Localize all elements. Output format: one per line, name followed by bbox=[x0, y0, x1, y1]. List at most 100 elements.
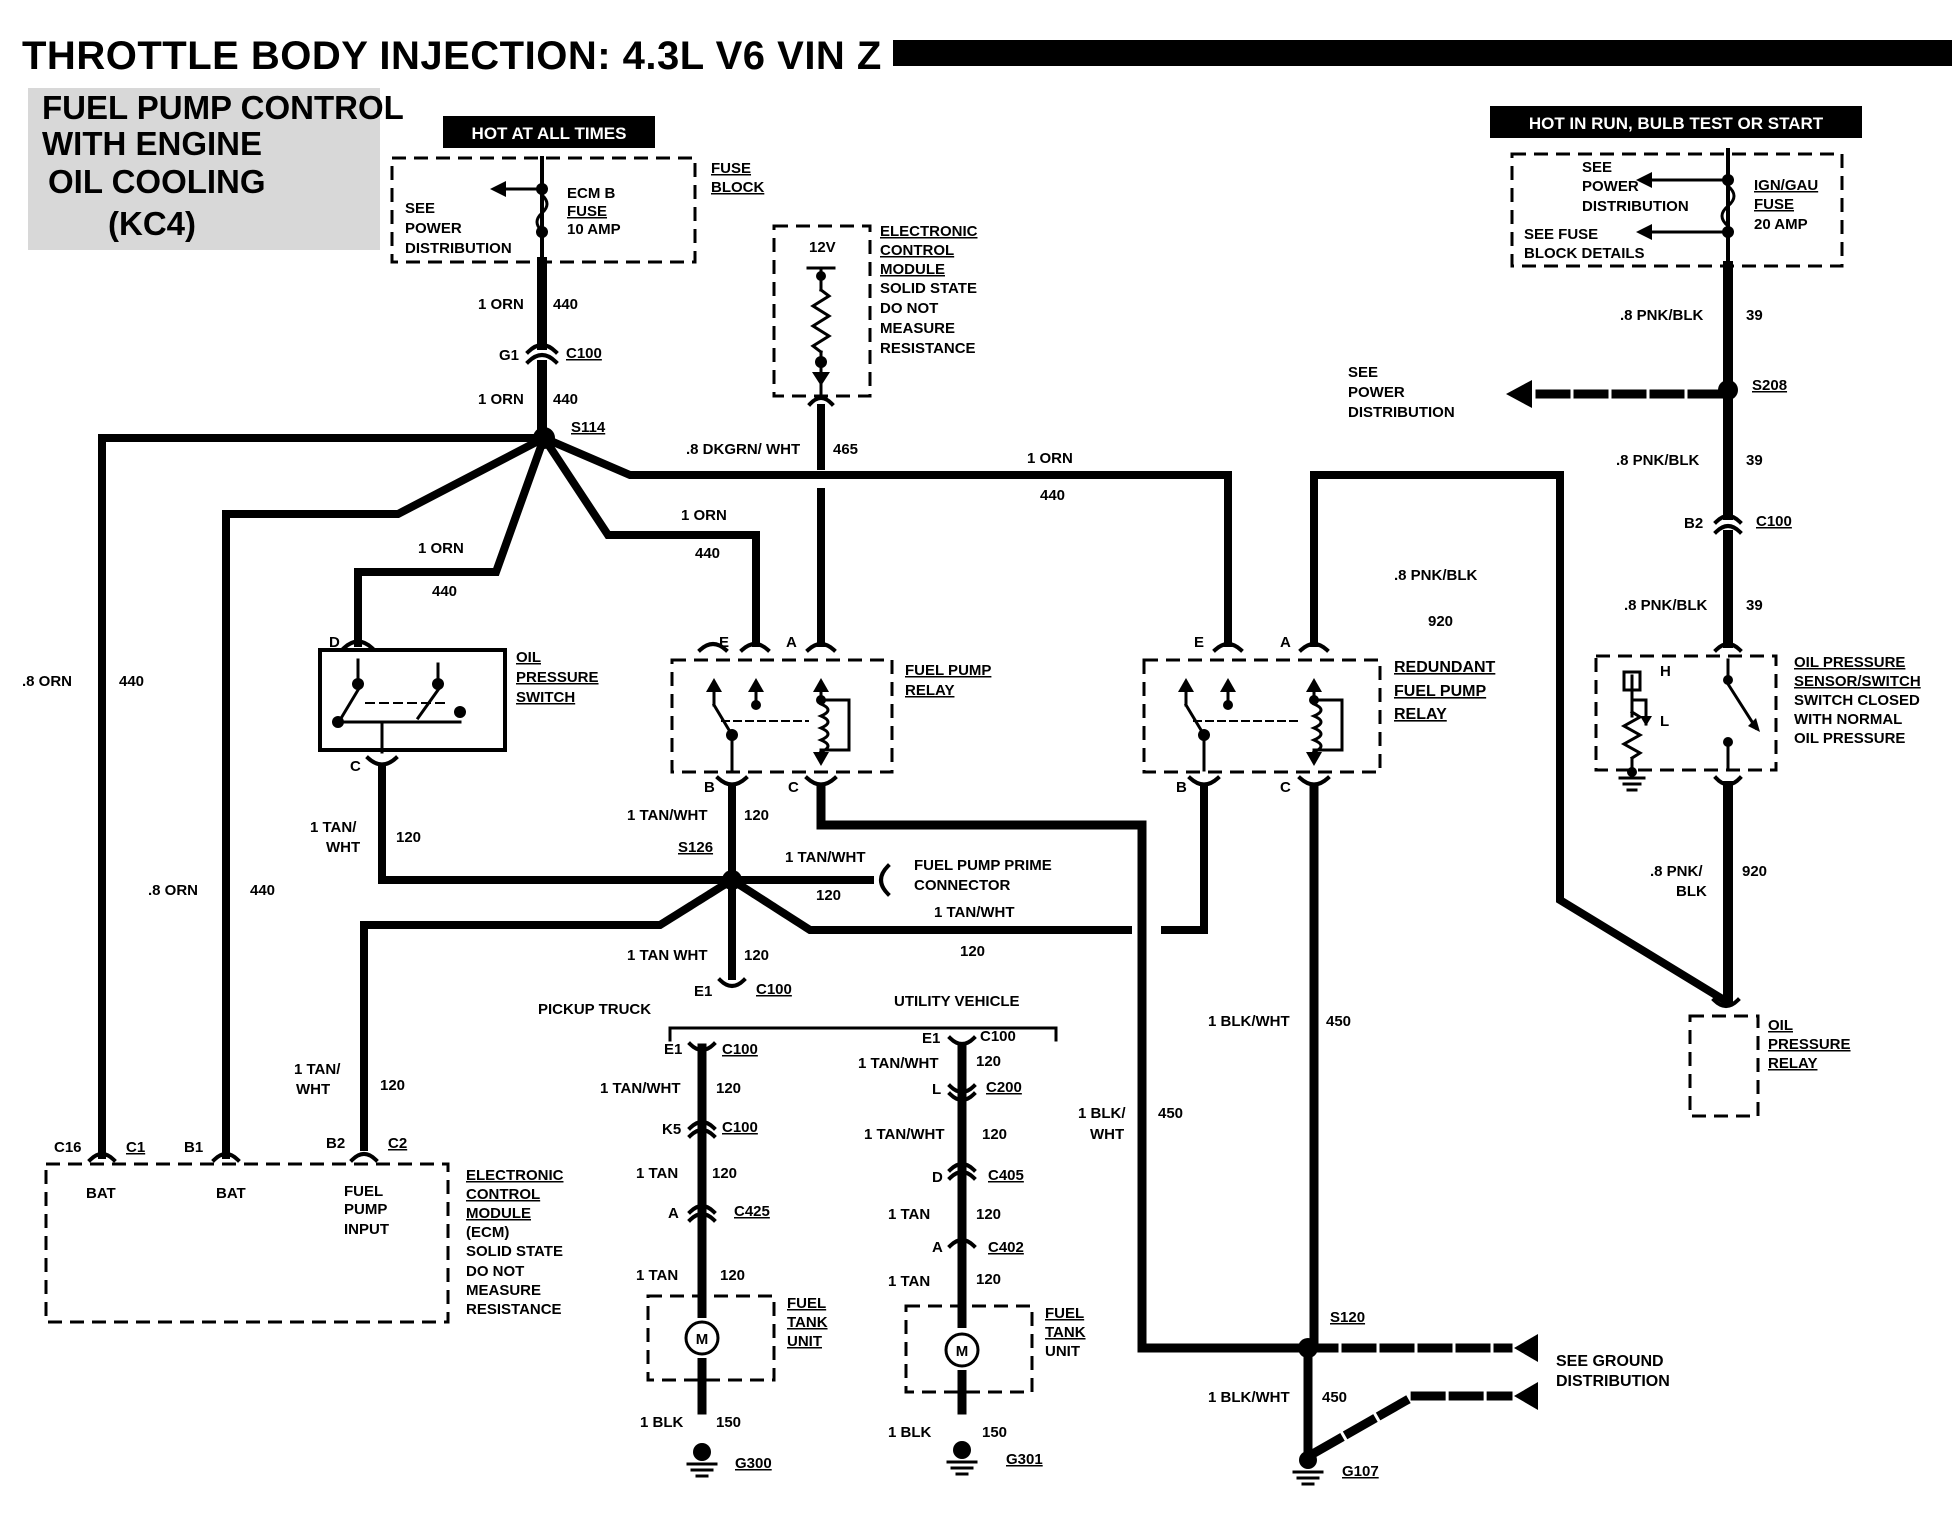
connector-label: C100 bbox=[980, 1028, 1016, 1045]
ecm-top-label: CONTROL bbox=[880, 242, 954, 259]
wire-label: 1 ORN bbox=[478, 391, 524, 408]
pin-label: E bbox=[719, 634, 729, 651]
pin-connector bbox=[341, 639, 375, 651]
pin-connector bbox=[211, 1152, 241, 1163]
wire-450-fuel-relay bbox=[816, 785, 1313, 1353]
pin-label: E1 bbox=[664, 1041, 682, 1058]
wire-label: 1 BLK bbox=[888, 1424, 932, 1441]
ground-dist-arrow-icon bbox=[1514, 1382, 1538, 1410]
ecm-top-label: ELECTRONIC bbox=[880, 223, 978, 240]
wire-label: 450 bbox=[1322, 1389, 1347, 1406]
ecm-pin-label: FUEL bbox=[344, 1183, 383, 1200]
wire-label: 1 TAN bbox=[888, 1273, 930, 1290]
wire-label: 1 BLK/ bbox=[1078, 1105, 1126, 1122]
wire-920-loop bbox=[1310, 471, 1730, 1006]
oil-pressure-relay-box bbox=[1688, 1014, 1760, 1118]
connector-c100-e1 bbox=[717, 977, 747, 988]
connector-label: C405 bbox=[988, 1167, 1024, 1184]
wire-label: 1 ORN bbox=[681, 507, 727, 524]
ground-icon bbox=[946, 1460, 978, 1476]
ground-icon bbox=[1618, 776, 1646, 792]
fuse-node bbox=[1722, 174, 1734, 186]
diagram-title: THROTTLE BODY INJECTION: 4.3L V6 VIN Z bbox=[22, 34, 882, 78]
wire-label: .8 DKGRN/ WHT bbox=[686, 441, 800, 458]
wire-label: 1 ORN bbox=[478, 296, 524, 313]
ecm-bottom-label: (ECM) bbox=[466, 1224, 509, 1241]
oil-switch-label: SWITCH bbox=[516, 689, 575, 706]
subtitle-panel bbox=[28, 88, 380, 250]
wire-label: 440 bbox=[695, 545, 720, 562]
pin-label: C bbox=[1280, 779, 1291, 796]
pin-label: C2 bbox=[388, 1135, 407, 1152]
wire-label: 120 bbox=[720, 1267, 745, 1284]
pin-connector bbox=[805, 642, 837, 653]
relay-arrow-icon bbox=[748, 678, 764, 692]
relay-arrow-icon bbox=[1306, 678, 1322, 692]
ecm-node bbox=[816, 271, 826, 281]
wire-label: 1 TAN/ bbox=[294, 1061, 341, 1078]
ecm-bottom-label: SOLID STATE bbox=[466, 1243, 563, 1260]
wire-label: 1 BLK bbox=[640, 1414, 684, 1431]
relay-arrow-icon bbox=[813, 678, 829, 692]
connector-c200 bbox=[947, 1083, 977, 1094]
wire-label: 440 bbox=[119, 673, 144, 690]
wire-120-ecm-input bbox=[360, 874, 738, 1151]
ecm-resistor-icon bbox=[810, 287, 832, 355]
relay-node bbox=[1198, 729, 1210, 741]
oil-relay-label: PRESSURE bbox=[1768, 1036, 1851, 1053]
fuse-symbol bbox=[535, 192, 549, 234]
ground-label: G301 bbox=[1006, 1451, 1043, 1468]
ground-label: G107 bbox=[1342, 1463, 1379, 1480]
relay-arrow-icon bbox=[1178, 678, 1194, 692]
sensor-switch-blade bbox=[1725, 681, 1759, 731]
wire-label: .8 ORN bbox=[148, 882, 198, 899]
ground-node bbox=[693, 1443, 711, 1461]
redundant-relay-label: FUEL PUMP bbox=[1394, 683, 1486, 700]
fuse-right-name: IGN/GAU bbox=[1754, 177, 1818, 194]
sensor-resistor-icon bbox=[1620, 709, 1644, 761]
fuel-tank-label: UNIT bbox=[787, 1333, 822, 1350]
fuse-right-name: FUSE bbox=[1754, 196, 1794, 213]
pin-connector bbox=[1212, 642, 1244, 653]
pin-connector bbox=[1297, 775, 1331, 787]
pin-label: A bbox=[1280, 634, 1291, 651]
motor-icon bbox=[944, 1332, 980, 1368]
see-power-label: DISTRIBUTION bbox=[1582, 198, 1689, 215]
connector-label: C425 bbox=[734, 1203, 770, 1220]
fuel-pump-relay-box bbox=[670, 658, 894, 774]
fuel-tank-label: UNIT bbox=[1045, 1343, 1080, 1360]
pin-label: D bbox=[329, 634, 340, 651]
relay-arrow-icon bbox=[813, 752, 829, 766]
wire-label: 1 TAN/WHT bbox=[627, 807, 708, 824]
fuse-block-label: FUSE bbox=[711, 160, 751, 177]
wire-label: 120 bbox=[396, 829, 421, 846]
fuse-node bbox=[1722, 226, 1734, 238]
sensor-element bbox=[1622, 670, 1642, 692]
pin-connector bbox=[1187, 775, 1221, 787]
pin-label: E bbox=[1194, 634, 1204, 651]
pin-label: G1 bbox=[499, 347, 519, 364]
fuel-tank-label: TANK bbox=[1045, 1324, 1086, 1341]
splice-label: S208 bbox=[1752, 377, 1787, 394]
fuse-left-name: ECM B bbox=[567, 185, 616, 202]
pin-label: E1 bbox=[922, 1030, 940, 1047]
oil-switch-label: OIL bbox=[516, 649, 541, 666]
wire-label: 120 bbox=[380, 1077, 405, 1094]
wire-label: 440 bbox=[553, 296, 578, 313]
connector-label: C100 bbox=[1756, 513, 1792, 530]
wire-label: 450 bbox=[1158, 1105, 1183, 1122]
prime-connector-label: CONNECTOR bbox=[914, 877, 1011, 894]
ecm-top-label: SOLID STATE bbox=[880, 280, 977, 297]
pin-label: L bbox=[1660, 713, 1669, 730]
redundant-relay-label: REDUNDANT bbox=[1394, 659, 1496, 676]
see-power-label: POWER bbox=[1582, 178, 1639, 195]
relay-coil-icon bbox=[817, 702, 830, 754]
ecm-pin-label: BAT bbox=[216, 1185, 246, 1202]
wire-label: 1 BLK/WHT bbox=[1208, 1013, 1290, 1030]
ground-dist-arrow-icon bbox=[1514, 1334, 1538, 1362]
relay-node bbox=[751, 700, 761, 710]
wire-label: .8 PNK/ bbox=[1650, 863, 1703, 880]
prime-connector-label: FUEL PUMP PRIME bbox=[914, 857, 1052, 874]
connector-label: C402 bbox=[988, 1239, 1024, 1256]
variant-bracket bbox=[668, 1026, 1058, 1042]
